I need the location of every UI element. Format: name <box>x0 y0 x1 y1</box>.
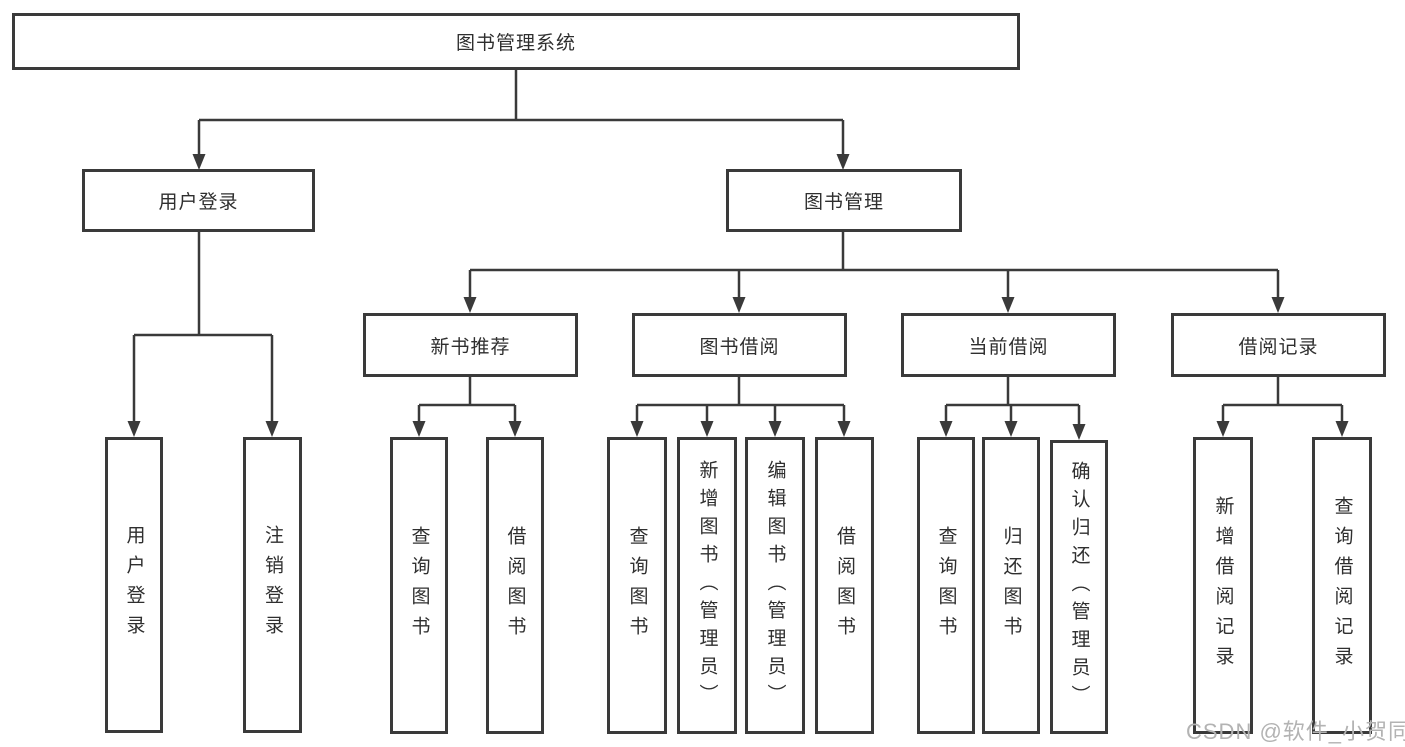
arrowhead <box>1004 421 1018 437</box>
arrowhead <box>700 421 714 437</box>
node-new-book-rec: 新书推荐 <box>363 313 578 377</box>
connector-current-borrow-branch <box>944 377 1081 426</box>
node-borrow-record-label: 借阅记录 <box>1238 336 1319 358</box>
leaf-query-book-1-label: 查询图书 <box>408 525 430 646</box>
node-user-login-label: 用户登录 <box>158 192 239 213</box>
leaf-logout-label: 注销登录 <box>262 525 283 645</box>
leaf-query-book-2-label: 查询图书 <box>626 525 648 646</box>
leaf-user-login: 用户登录 <box>105 437 163 733</box>
node-root-label: 图书管理系统 <box>455 33 576 54</box>
leaf-logout: 注销登录 <box>243 437 302 733</box>
leaf-query-borrow-record-label: 查询借阅记录 <box>1331 495 1353 676</box>
arrowheads <box>127 154 1349 440</box>
connector-user-login-branch <box>132 232 274 423</box>
leaf-add-book-admin: 新增图书（管理员） <box>677 437 737 734</box>
arrowhead <box>192 154 206 170</box>
connector-book-mgmt-branch <box>468 232 1280 299</box>
leaf-query-book-3: 查询图书 <box>917 437 975 734</box>
leaf-query-borrow-record: 查询借阅记录 <box>1312 437 1372 734</box>
leaf-confirm-return-admin: 确认归还（管理员） <box>1050 440 1108 734</box>
leaf-borrow-book-1-label: 借阅图书 <box>504 525 526 646</box>
connector-new-book-branch <box>417 377 517 423</box>
node-book-borrow-label: 图书借阅 <box>699 336 780 358</box>
arrowhead <box>836 154 850 170</box>
leaf-add-book-admin-label: 新增图书（管理员） <box>696 459 718 712</box>
arrowhead <box>939 421 953 437</box>
arrowhead <box>463 297 477 313</box>
arrowhead <box>837 421 851 437</box>
connector-borrow-record-branch <box>1221 377 1344 423</box>
leaf-return-book-label: 归还图书 <box>1000 525 1022 646</box>
leaf-add-borrow-record: 新增借阅记录 <box>1193 437 1253 734</box>
leaf-confirm-return-admin-label: 确认归还（管理员） <box>1068 461 1090 713</box>
node-user-login: 用户登录 <box>82 169 315 232</box>
arrowhead <box>265 421 279 437</box>
leaf-return-book: 归还图书 <box>982 437 1040 734</box>
node-book-mgmt-label: 图书管理 <box>803 192 884 213</box>
watermark-text: CSDN @软件_小贺同学 <box>1186 719 1405 744</box>
arrowhead <box>1271 297 1285 313</box>
leaf-user-login-label: 用户登录 <box>123 525 145 645</box>
node-book-mgmt: 图书管理 <box>726 169 962 232</box>
arrowhead <box>508 421 522 437</box>
leaf-borrow-book-2: 借阅图书 <box>815 437 874 734</box>
arrowhead <box>768 421 782 437</box>
node-new-book-rec-label: 新书推荐 <box>430 336 511 358</box>
arrowhead <box>127 421 141 437</box>
node-current-borrow: 当前借阅 <box>901 313 1116 377</box>
node-book-borrow: 图书借阅 <box>632 313 847 377</box>
connector-book-borrow-branch <box>635 377 846 423</box>
arrowhead <box>412 421 426 437</box>
arrowhead <box>1072 424 1086 440</box>
arrowhead <box>732 297 746 313</box>
leaf-edit-book-admin: 编辑图书（管理员） <box>745 437 805 734</box>
node-borrow-record: 借阅记录 <box>1171 313 1386 377</box>
node-root: 图书管理系统 <box>12 13 1020 70</box>
connector-root-to-level2 <box>197 70 845 156</box>
arrowhead <box>630 421 644 437</box>
leaf-query-book-1: 查询图书 <box>390 437 448 734</box>
leaf-query-book-3-label: 查询图书 <box>935 525 957 646</box>
node-current-borrow-label: 当前借阅 <box>968 336 1049 358</box>
arrowhead <box>1335 421 1349 437</box>
leaf-borrow-book-2-label: 借阅图书 <box>834 525 855 646</box>
connector-lines <box>132 70 1344 426</box>
leaf-add-borrow-record-label: 新增借阅记录 <box>1212 495 1234 676</box>
leaf-borrow-book-1: 借阅图书 <box>486 437 544 734</box>
arrowhead <box>1001 297 1015 313</box>
arrowhead <box>1216 421 1230 437</box>
leaf-edit-book-admin-label: 编辑图书（管理员） <box>764 459 786 712</box>
leaf-query-book-2: 查询图书 <box>607 437 667 734</box>
